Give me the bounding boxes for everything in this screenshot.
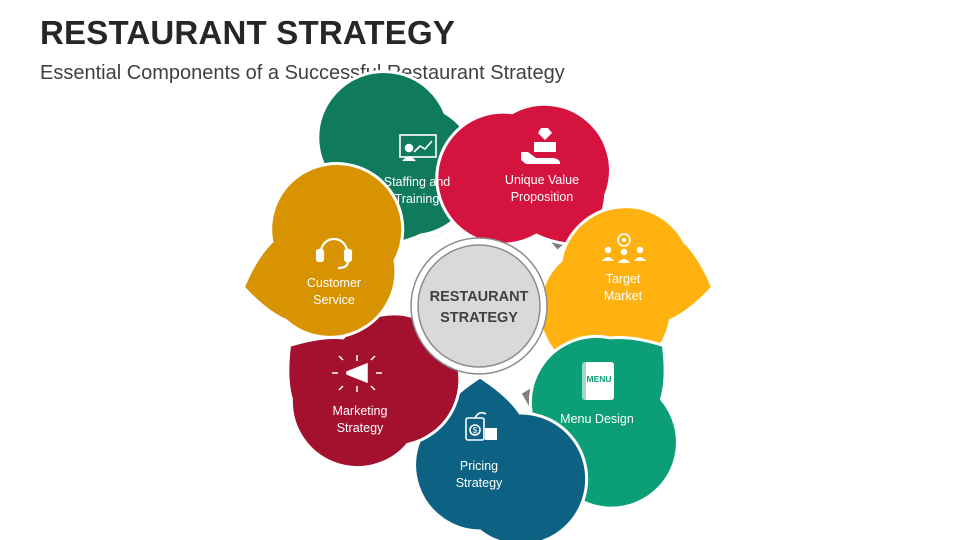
presentation-board-icon [399,134,437,162]
svg-text:MENU: MENU [586,374,611,384]
petal-label-target-line2: Market [604,289,643,303]
target-audience-icon [602,233,646,263]
petal-label-target-line1: Target [606,272,641,286]
petal-label-marketing-line2: Strategy [337,421,384,435]
center-node: RESTAURANT STRATEGY [410,237,548,375]
petal-label-uvp-line2: Proposition [511,190,574,204]
petal-shape [537,205,715,378]
petal-label-customer-line1: Customer [307,276,361,290]
petal-unique-value-proposition [435,102,612,248]
petal-labels: Staffing and Training Unique Value Propo… [307,173,643,490]
petals [241,70,715,540]
petal-shape [413,375,589,540]
hand-gem-icon [521,128,560,164]
petal-label-pricing-line1: Pricing [460,459,498,473]
headset-icon [315,237,353,270]
petal-label-uvp-line1: Unique Value [505,173,579,187]
megaphone-icon [332,355,382,392]
petal-pricing-strategy [413,375,589,540]
petal-target-market [537,205,715,378]
petal-label-customer-line2: Service [313,293,355,307]
page-title: RESTAURANT STRATEGY [40,14,456,51]
petal-label-staffing-line1: Staffing and [384,175,451,189]
petal-label-staffing-line2: Training [395,192,440,206]
petal-label-marketing-line1: Marketing [333,404,388,418]
page-subtitle: Essential Components of a Successful Res… [40,62,565,84]
center-circle [417,244,541,368]
center-label-line1: RESTAURANT [430,289,529,305]
center-label-line2: STRATEGY [440,310,518,326]
menu-book-icon: MENU [582,362,614,400]
svg-text:$: $ [473,426,478,435]
petal-label-menu-line1: Menu Design [560,412,634,426]
price-tag-icon: $ [465,411,497,441]
petal-label-pricing-line2: Strategy [456,476,503,490]
petal-shape [435,102,612,248]
